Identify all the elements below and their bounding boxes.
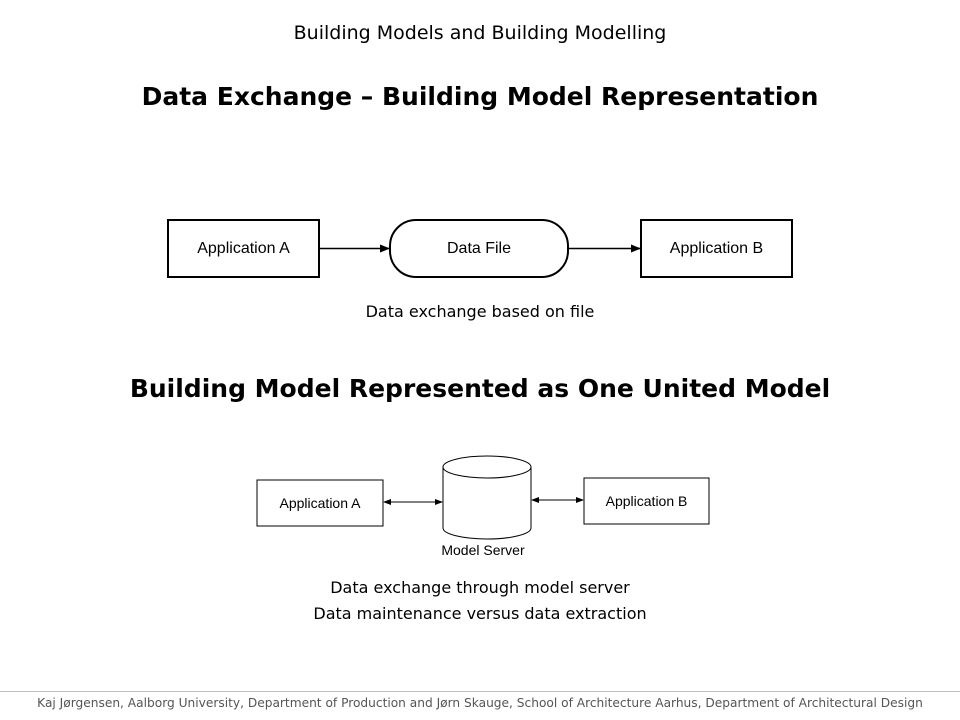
cylinder-body bbox=[442, 467, 532, 540]
cylinder-top bbox=[442, 455, 532, 479]
page-header-title: Building Models and Building Modelling bbox=[293, 22, 667, 44]
model-server-diagram: Application A Model Server Application B bbox=[256, 455, 710, 558]
server-app-a-box bbox=[256, 479, 384, 527]
data-file-node: Data File bbox=[389, 219, 569, 278]
server-app-b-box bbox=[583, 477, 710, 525]
footer-divider bbox=[0, 691, 960, 692]
model-server-caption-1: Data exchange through model server bbox=[330, 578, 630, 597]
app-a-node: Application A bbox=[167, 219, 320, 278]
model-server-caption-2: Data maintenance versus data extraction bbox=[313, 604, 647, 623]
model-server-label: Model Server bbox=[441, 542, 525, 558]
model-server-database-icon bbox=[442, 455, 532, 540]
server-app-a-node: Application A bbox=[256, 479, 384, 527]
file-exchange-caption: Data exchange based on file bbox=[365, 302, 595, 321]
app-a-box bbox=[167, 219, 320, 278]
data-file-label: Data File bbox=[447, 240, 511, 257]
section-heading-data-exchange: Data Exchange – Building Model Represent… bbox=[141, 82, 819, 111]
server-app-a-label: Application A bbox=[280, 495, 362, 511]
section-heading-united-model: Building Model Represented as One United… bbox=[129, 374, 831, 403]
app-b-node: Application B bbox=[640, 219, 793, 278]
app-b-label: Application B bbox=[670, 240, 763, 257]
footer-credits: Kaj Jørgensen, Aalborg University, Depar… bbox=[37, 696, 923, 710]
server-app-b-label: Application B bbox=[606, 493, 688, 509]
server-app-b-node: Application B bbox=[583, 477, 710, 525]
file-exchange-diagram: Application A Data File Application B bbox=[167, 219, 793, 278]
app-a-label: Application A bbox=[197, 240, 290, 257]
app-b-box bbox=[640, 219, 793, 278]
